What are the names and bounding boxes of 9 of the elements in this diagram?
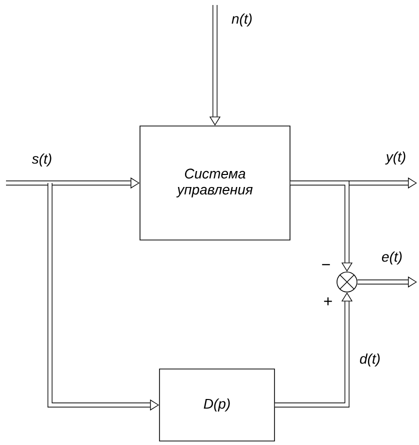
signal-label: e(t) [382, 251, 402, 265]
signal-label: s(t) [32, 153, 52, 167]
sign-label: + [324, 297, 332, 306]
signal-label: d(t) [360, 353, 380, 367]
control-system-box: Система управления [140, 126, 290, 240]
transfer-function-box: D(p) [159, 368, 275, 442]
signal-label: y(t) [385, 151, 406, 165]
signal-label: n(t) [232, 13, 252, 27]
sign-label: − [322, 264, 330, 266]
